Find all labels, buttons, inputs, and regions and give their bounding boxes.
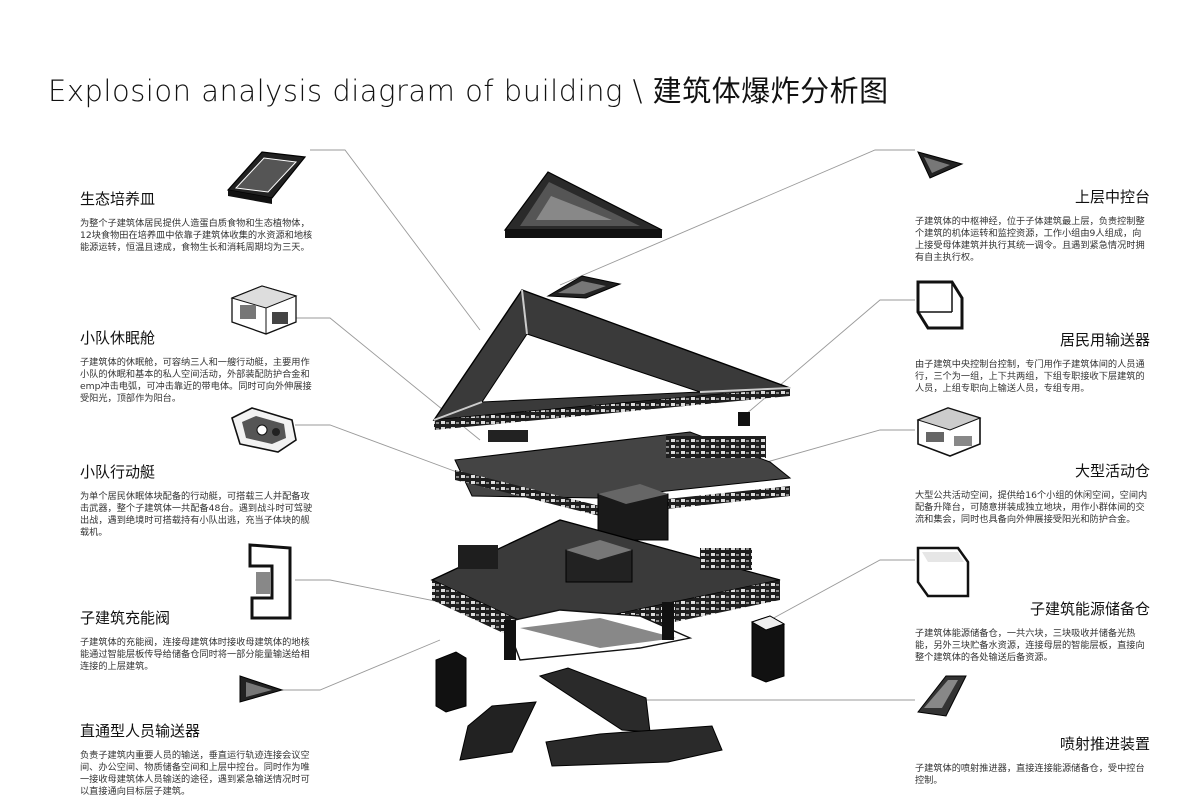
charge-valve-icon [248,543,292,620]
annotation-desc: 子建筑体能源储备仓，一共六块，三块吸收并储备光热能，另外三块贮备水资源，连接母层… [915,628,1145,663]
leader-line [295,317,481,441]
annotation-desc: 负责子建筑内重要人员的输送，垂直运行轨迹连接会议空间、办公空间、物质储备空间和上… [80,750,310,797]
annotation-title: 子建筑能源储备仓 [1029,600,1150,618]
squad-craft-icon [231,407,297,453]
energy-storage-blocks [435,615,786,713]
leader-line [295,424,466,476]
annotation-title: 上层中控台 [1074,188,1150,206]
annotation-title: 居民用输送器 [1059,331,1150,349]
activity-hall-icon [916,407,982,457]
control-deck-icon [917,151,964,179]
annotation-activity-hall: 大型活动仓 大型公共活动空间，提供给16个小组的休闲空间，空间内配备升降台，可随… [915,460,1150,526]
annotation-title: 大型活动仓 [1074,462,1150,480]
eco-dish-layer [503,171,663,238]
annotation-title: 小队休眠舱 [80,329,156,347]
building-exploded-model [430,171,792,767]
annotation-desc: 子建筑体的充能阀，连接母建筑体时接收母建筑体的地核能通过智能层板传导给储备仓同时… [80,637,310,672]
leader-line [744,299,915,416]
annotation-title: 小队行动艇 [80,463,156,481]
eco-dish-icon [226,151,307,204]
annotation-desc: 子建筑体的休眠舱，可容纳三人和一艘行动艇，主要用作小队的休眠和基本的私人空间活动… [80,357,312,404]
annotation-squad-craft: 小队行动艇 为单个居民休眠体块配备的行动艇，可搭载三人并配备攻击武器，整个子建筑… [80,461,315,539]
annotation-title: 直通型人员输送器 [80,722,201,740]
leader-line [280,639,441,691]
annotation-direct-conveyor: 直通型人员输送器 负责子建筑内重要人员的输送，垂直运行轨迹连接会议空间、办公空间… [80,720,315,798]
annotation-desc: 为整个子建筑体居民提供人造蛋白质食物和生态植物体，12块食物田在培养皿中依靠子建… [80,218,313,253]
annotation-energy-store: 子建筑能源储备仓 子建筑体能源储备仓，一共六块，三块吸收并储备光热能，另外三块贮… [915,598,1150,664]
annotation-desc: 大型公共活动空间，提供给16个小组的休闲空间，空间内配备升降台，可随意拼装成独立… [915,490,1148,525]
middle-ring-layer [454,430,792,541]
annotation-charge-valve: 子建筑充能阀 子建筑体的充能阀，连接母建筑体时接收母建筑体的地核能通过智能层板传… [80,607,315,673]
leader-line [559,149,915,286]
upper-triangle-layer [432,289,791,430]
control-deck-layer [546,275,622,299]
leader-line [310,149,481,331]
annotation-title: 喷射推进装置 [1059,735,1150,753]
leader-line [295,579,481,611]
annotation-desc: 子建筑体的中枢神经，位于子体建筑最上层，负责控制整个建筑的机体运转和监控资源，工… [915,216,1145,263]
sleep-pod-icon [230,285,298,335]
annotation-thruster: 喷射推进装置 子建筑体的喷射推进器，直接连接能源储备仓，受中控台控制。 [915,733,1150,787]
annotation-desc: 为单个居民休眠体块配备的行动艇，可搭载三人并配备攻击武器，整个子建筑体一共配备4… [80,491,313,538]
thruster-plates [459,667,723,767]
annotation-desc: 由子建筑中央控制台控制，专门用作子建筑体间的人员通行，三个为一组，上下共两组，下… [915,359,1145,394]
annotation-sleep-pod: 小队休眠舱 子建筑体的休眠舱，可容纳三人和一艘行动艇，主要用作小队的休眠和基本的… [80,327,315,405]
annotation-title: 生态培养皿 [80,190,156,208]
direct-conveyor-icon [239,675,284,703]
annotation-resident-conveyor: 居民用输送器 由子建筑中央控制台控制，专门用作子建筑体间的人员通行，三个为一组，… [915,329,1150,395]
annotation-control-deck: 上层中控台 子建筑体的中枢神经，位于子体建筑最上层，负责控制整个建筑的机体运转和… [915,186,1150,264]
leader-lines [280,149,915,701]
charge-valve-layer [504,602,693,661]
annotation-desc: 子建筑体的喷射推进器，直接连接能源储备仓，受中控台控制。 [915,763,1145,786]
thruster-icon [917,675,967,717]
annotation-eco-dish: 生态培养皿 为整个子建筑体居民提供人造蛋白质食物和生态植物体，12块食物田在培养… [80,188,315,254]
energy-store-icon [916,546,970,598]
resident-conveyor-block [738,412,750,426]
annotation-title: 子建筑充能阀 [80,609,171,627]
diagram-title: Explosion analysis diagram of building \… [48,74,889,108]
leader-line [769,559,915,621]
resident-conveyor-icon [916,280,964,330]
